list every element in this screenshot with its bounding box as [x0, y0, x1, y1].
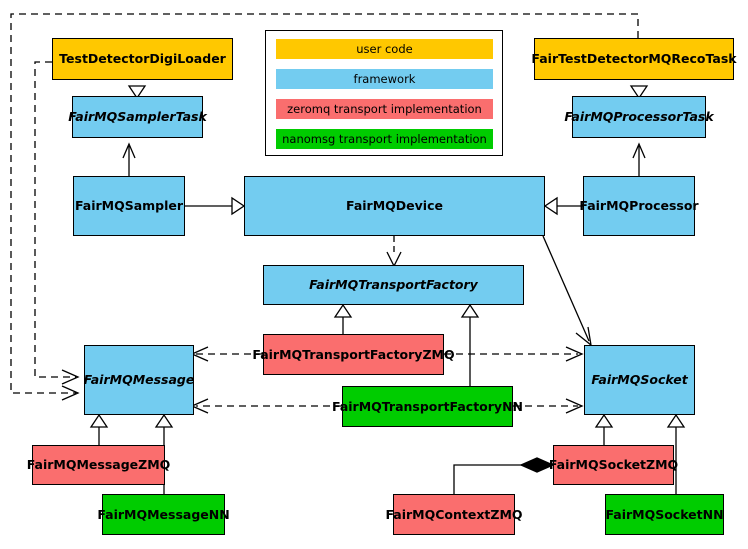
- class-node-label: FairMQSocket: [591, 372, 688, 388]
- class-node-FairMQContextZMQ[interactable]: FairMQContextZMQ: [385, 494, 523, 535]
- class-node-label: FairMQSampler: [74, 198, 184, 214]
- class-node-FairMQSocketNN[interactable]: FairMQSocketNN: [605, 494, 724, 535]
- class-node-label: FairMQProcessor: [579, 198, 699, 214]
- class-node-FairMQSocket[interactable]: FairMQSocket: [584, 345, 695, 415]
- arrowhead-tfnn-to-message: [190, 398, 209, 414]
- arrowhead-tfzmq-to-socket: [565, 346, 584, 362]
- arrowhead-digiloader-to-message: [61, 369, 80, 385]
- arrowhead-recotask-to-message: [61, 385, 80, 401]
- class-node-FairMQTransportFactoryNN[interactable]: FairMQTransportFactoryNN: [332, 386, 523, 427]
- legend-label-nanomsg: nanomsg transport implementation: [282, 132, 487, 146]
- class-node-label: FairMQTransportFactoryZMQ: [252, 346, 455, 362]
- class-node-TestDetectorDigiLoader[interactable]: TestDetectorDigiLoader: [52, 38, 233, 80]
- class-node-FairMQSocketZMQ[interactable]: FairMQSocketZMQ: [549, 445, 678, 485]
- legend-item-nanomsg: nanomsg transport implementation: [276, 129, 493, 149]
- class-node-FairMQProcessorTask[interactable]: FairMQProcessorTask: [564, 96, 714, 138]
- legend-item-user-code: user code: [276, 39, 493, 59]
- class-node-label: TestDetectorDigiLoader: [59, 51, 226, 67]
- class-node-label: FairMQSocketZMQ: [548, 457, 679, 473]
- arrowhead-device-to-transportfactory: [386, 251, 402, 268]
- arrowhead-tfnn-to-tf: [460, 303, 480, 318]
- class-node-label: FairMQSocketNN: [605, 506, 724, 522]
- edge-device-to-socket: [542, 235, 590, 342]
- arrowhead-messagezmq-to-message: [89, 413, 109, 428]
- class-node-label: FairMQMessageZMQ: [26, 457, 171, 473]
- legend-label-framework: framework: [353, 72, 416, 86]
- arrowhead-processor-to-processortask: [632, 142, 646, 159]
- class-node-FairMQSampler[interactable]: FairMQSampler: [73, 176, 185, 236]
- class-node-label: FairMQDevice: [346, 198, 443, 214]
- arrowhead-processor-to-device: [543, 196, 558, 216]
- arrowhead-socketnn-to-socket: [666, 413, 686, 428]
- class-node-FairMQMessageZMQ[interactable]: FairMQMessageZMQ: [27, 445, 170, 485]
- class-node-FairTestDetectorMQRecoTask[interactable]: FairTestDetectorMQRecoTask: [531, 38, 737, 80]
- arrowhead-tfnn-to-socket: [565, 398, 584, 414]
- arrowhead-socketzmq-to-socket: [594, 413, 614, 428]
- legend-panel: user code framework zeromq transport imp…: [265, 30, 503, 156]
- arrowhead-sampler-to-samplertask: [122, 142, 136, 159]
- class-node-FairMQMessageNN[interactable]: FairMQMessageNN: [97, 494, 230, 535]
- class-node-FairMQSamplerTask[interactable]: FairMQSamplerTask: [68, 96, 207, 138]
- edge-contextzmq-to-socketzmq: [453, 464, 537, 494]
- arrowhead-tfzmq-to-message: [190, 346, 209, 362]
- class-node-FairMQDevice[interactable]: FairMQDevice: [244, 176, 545, 236]
- class-node-label: FairMQMessage: [83, 372, 195, 388]
- class-node-label: FairMQSamplerTask: [68, 109, 207, 125]
- class-node-FairMQTransportFactoryZMQ[interactable]: FairMQTransportFactoryZMQ: [252, 334, 455, 375]
- class-node-label: FairMQContextZMQ: [385, 506, 523, 522]
- legend-label-user-code: user code: [356, 42, 413, 56]
- arrowhead-messagenn-to-message: [154, 413, 174, 428]
- class-node-FairMQProcessor[interactable]: FairMQProcessor: [579, 176, 699, 236]
- class-node-FairMQMessage[interactable]: FairMQMessage: [84, 345, 194, 415]
- class-node-label: FairTestDetectorMQRecoTask: [531, 51, 737, 67]
- class-node-label: FairMQTransportFactory: [309, 277, 478, 293]
- legend-item-framework: framework: [276, 69, 493, 89]
- class-node-label: FairMQProcessorTask: [564, 109, 714, 125]
- arrowhead-device-to-socket: [575, 326, 592, 347]
- class-node-label: FairMQMessageNN: [97, 506, 230, 522]
- arrowhead-tfzmq-to-tf: [333, 303, 353, 318]
- legend-item-zeromq: zeromq transport implementation: [276, 99, 493, 119]
- class-node-FairMQTransportFactory[interactable]: FairMQTransportFactory: [263, 265, 524, 305]
- arrowhead-sampler-to-device: [231, 196, 246, 216]
- class-node-label: FairMQTransportFactoryNN: [332, 398, 523, 414]
- legend-label-zeromq: zeromq transport implementation: [287, 102, 482, 116]
